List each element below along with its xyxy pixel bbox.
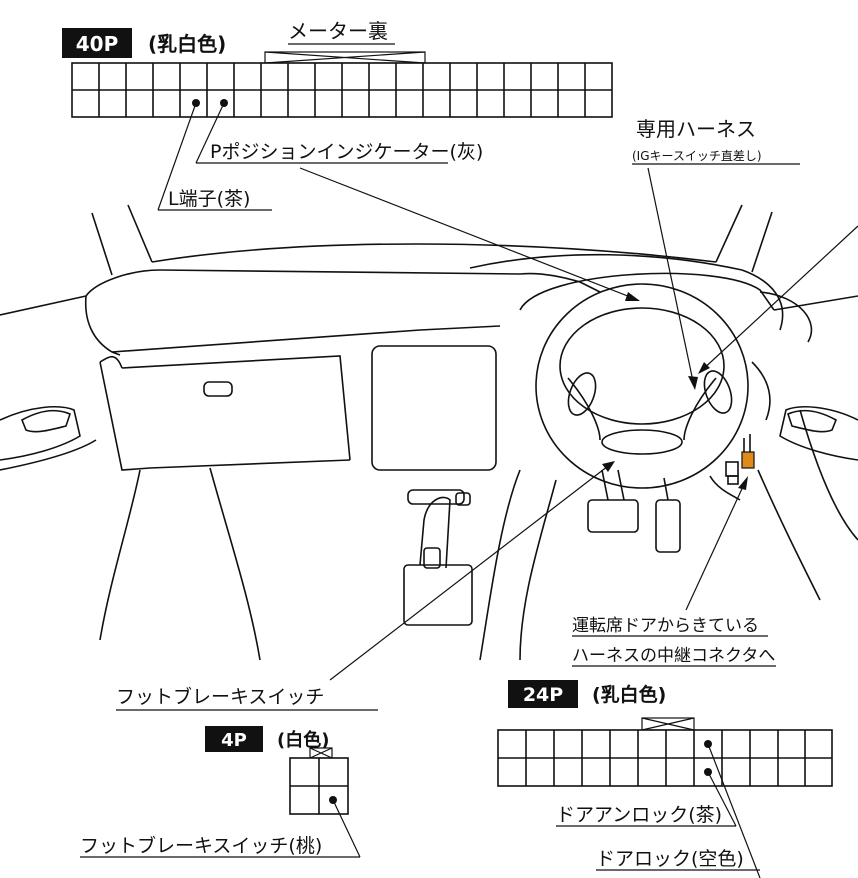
connector-40p-pin-badge — [62, 28, 132, 58]
label-door-lock: ドアロック(空色) — [596, 848, 744, 870]
connector-24p: 24P (乳白色) ドアアンロック(茶) ドアロック(空色) — [497, 680, 833, 878]
label-door-unlock: ドアアンロック(茶) — [556, 804, 722, 826]
connector-4p-pins: 4P — [221, 730, 247, 751]
connector-40p-labels: Pポジションインジケーター(灰) L端子(茶) — [157, 102, 640, 301]
connector-24p-pin-badge — [508, 680, 578, 708]
label-foot-brake-switch: フットブレーキスイッチ — [116, 685, 324, 708]
label-harness-sub: (IGキースイッチ直差し) — [632, 149, 762, 163]
arrow-to-brake-switch — [329, 462, 613, 681]
label-p-position: Pポジションインジケーター(灰) — [210, 141, 483, 163]
arrow-to-ig-switch — [647, 167, 695, 387]
connector-40p-header: 40P (乳白色) メーター裏 — [62, 19, 426, 64]
arrow-to-meter — [299, 167, 639, 301]
foot-brake-switch: フットブレーキスイッチ 4P (白色) フットブレーキスイッチ(桃) — [80, 461, 615, 858]
label-foot-brake-pin: フットブレーキスイッチ(桃) — [80, 834, 322, 857]
connector-40p-location: メーター裏 — [288, 19, 388, 43]
connector-4p-color: (白色) — [277, 729, 329, 751]
dashboard-illustration — [0, 204, 858, 661]
harness-label: 専用ハーネス (IGキースイッチ直差し) — [632, 117, 858, 390]
steering-wheel — [535, 283, 749, 489]
connector-40p-color: (乳白色) — [148, 32, 226, 56]
relay-connector-orange — [741, 451, 755, 469]
label-l-terminal: L端子(茶) — [168, 188, 250, 210]
connector-40p-pins: 40P — [76, 32, 119, 56]
label-harness-title: 専用ハーネス — [636, 117, 756, 141]
connector-4p-pin-badge — [205, 726, 263, 752]
label-door-relay-2: ハーネスの中継コネクタへ — [572, 646, 775, 666]
connector-40p-grid — [71, 62, 613, 118]
door-relay-label: 運転席ドアからきている ハーネスの中継コネクタへ — [572, 476, 776, 667]
connector-24p-pins: 24P — [523, 684, 563, 706]
connector-24p-color: (乳白色) — [592, 683, 666, 706]
label-door-relay-1: 運転席ドアからきている — [572, 616, 759, 636]
